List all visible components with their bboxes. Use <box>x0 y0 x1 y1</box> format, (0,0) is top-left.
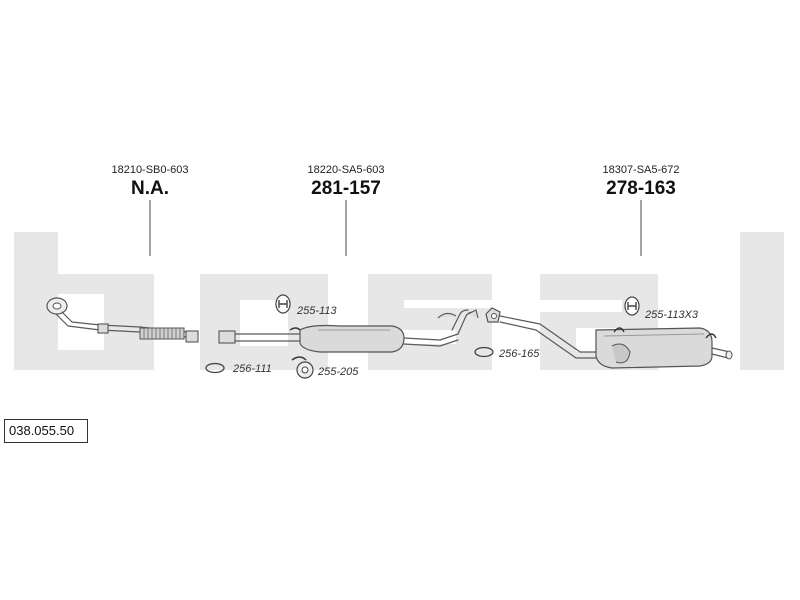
rear-silencer <box>595 327 733 369</box>
accessory-code-255-113: 255-113 <box>296 305 337 317</box>
oem-number-3: 18307-SA5-672 <box>602 164 679 176</box>
catalog-number: 038.055.50 <box>4 419 88 443</box>
gasket-ring-icon-2 <box>474 346 494 358</box>
part-number-3: 278-163 <box>606 178 676 199</box>
accessory-code-256-111: 256-111 <box>232 363 272 375</box>
gasket-ring-icon <box>205 362 225 374</box>
hanger-icon-2 <box>624 296 640 316</box>
oem-number-1: 18210-SB0-603 <box>111 164 188 176</box>
oem-number-2: 18220-SA5-603 <box>307 164 384 176</box>
accessory-code-255-113x3: 255-113X3 <box>644 309 699 321</box>
center-silencer <box>218 324 459 361</box>
part-number-2: 281-157 <box>311 178 381 199</box>
part-number-1: N.A. <box>131 178 169 199</box>
rubber-mount-icon <box>296 361 314 379</box>
accessory-code-255-205: 255-205 <box>317 366 359 378</box>
rear-pipe <box>437 307 601 359</box>
front-pipe <box>46 297 199 343</box>
hanger-icon <box>275 294 291 314</box>
accessory-code-256-165: 256-165 <box>498 348 540 360</box>
